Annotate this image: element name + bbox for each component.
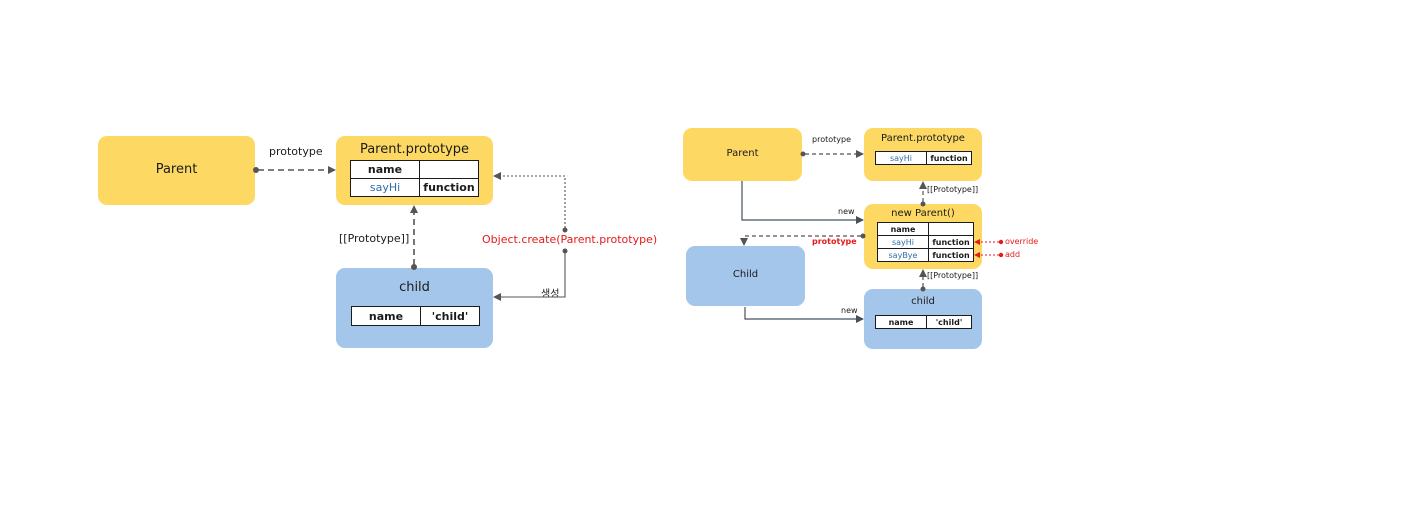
parent-prototype-table: name sayHi function	[350, 160, 479, 197]
new-label-2: new	[841, 306, 858, 315]
table-row: sayBye function	[877, 248, 974, 262]
proto-chain-arrow	[410, 205, 418, 270]
add-arrow	[974, 252, 1004, 258]
override-label: override	[1005, 237, 1039, 246]
parent-prototype-title: Parent.prototype	[359, 142, 470, 157]
object-create-arrow	[493, 172, 568, 233]
parent-constructor-box-2: Parent	[683, 128, 802, 181]
child-prototype-label: prototype	[812, 237, 857, 246]
table-row: name 'child'	[351, 306, 480, 326]
new-label-1: new	[838, 207, 855, 216]
table-cell-value: function	[928, 248, 974, 262]
object-create-label: Object.create(Parent.prototype)	[482, 233, 658, 246]
table-row: sayHi function	[875, 151, 972, 165]
parent-constructor-label: Parent	[155, 162, 198, 177]
child-constructor-box: Child	[686, 246, 805, 306]
table-cell-key: sayHi	[875, 151, 927, 165]
prototype-link-arrow-2	[800, 150, 864, 158]
table-cell-value: function	[926, 151, 972, 165]
table-cell-value: 'child'	[926, 315, 972, 329]
proto-chain-arrow-2	[919, 181, 927, 207]
new-parent-instance-table: name sayHi function sayBye function	[877, 222, 974, 262]
child-instance-title-2: child	[911, 296, 935, 307]
parent-constructor-label-2: Parent	[726, 148, 759, 159]
create-label: 생성	[541, 289, 560, 300]
table-row: name	[350, 160, 479, 179]
child-constructor-label: Child	[732, 269, 759, 280]
parent-prototype-title-2: Parent.prototype	[881, 133, 965, 144]
parent-prototype-table-2: sayHi function	[875, 151, 972, 165]
child-instance-title: child	[399, 280, 430, 295]
create-arrow	[493, 248, 568, 301]
prototype-link-arrow	[253, 166, 336, 174]
parent-constructor-box: Parent	[98, 136, 255, 205]
new-arrow-1	[741, 181, 864, 224]
child-prototype-arrow	[740, 233, 866, 246]
table-cell-key: name	[351, 306, 421, 326]
proto-chain-label-3: [[Prototype]]	[927, 271, 979, 280]
table-row: sayHi function	[350, 178, 479, 197]
proto-chain-label: [[Prototype]]	[339, 232, 410, 245]
override-arrow	[974, 239, 1004, 245]
prototype-link-label-2: prototype	[812, 135, 851, 144]
new-arrow-2	[744, 307, 864, 323]
add-label: add	[1005, 250, 1021, 259]
table-cell-value: function	[419, 178, 479, 197]
table-cell-value: 'child'	[420, 306, 480, 326]
table-row: name 'child'	[875, 315, 972, 329]
proto-chain-arrow-3	[919, 269, 927, 292]
child-instance-table: name 'child'	[351, 306, 480, 326]
new-parent-instance-title: new Parent()	[891, 208, 955, 219]
table-cell-key: sayHi	[350, 178, 420, 197]
proto-chain-label-2: [[Prototype]]	[927, 185, 979, 194]
child-instance-table-2: name 'child'	[875, 315, 972, 329]
prototype-link-label: prototype	[269, 145, 323, 158]
table-row: sayHi function	[877, 235, 974, 249]
table-cell-key: sayBye	[877, 248, 929, 262]
